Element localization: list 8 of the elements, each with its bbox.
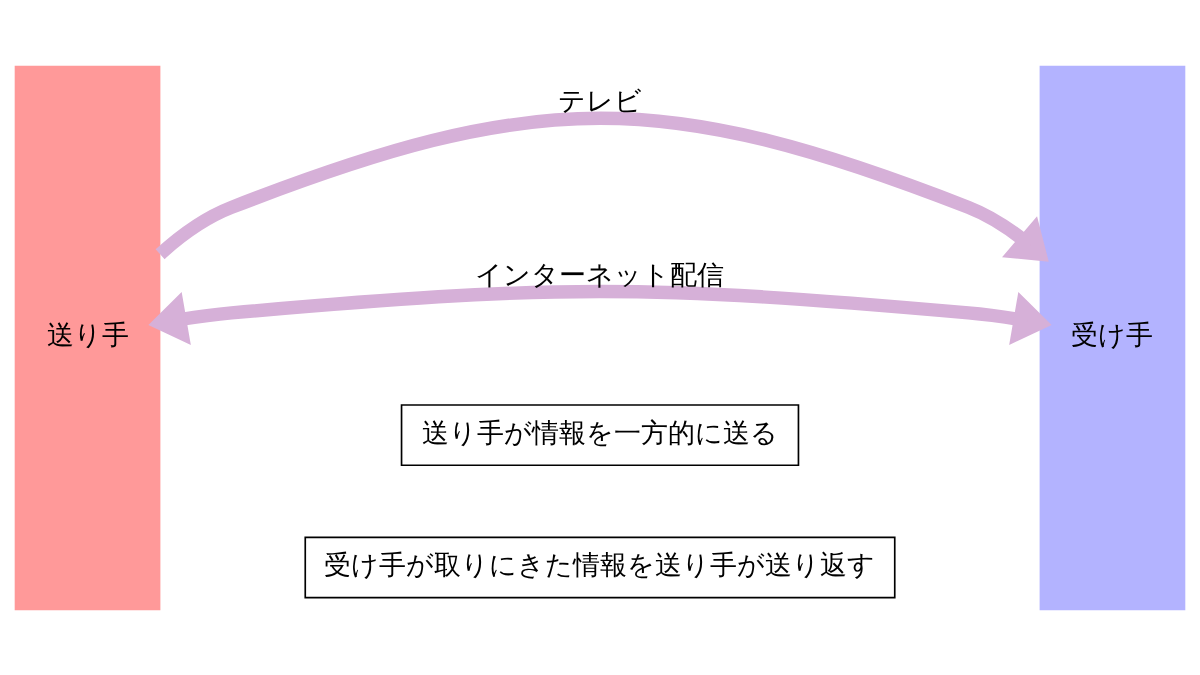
edge-label: インターネット配信 [475, 258, 725, 290]
arrow [148, 284, 1052, 345]
node-box: 送り手が情報を一方的に送る [400, 403, 800, 466]
node-box: 受け手が取りにきた情報を送り手が送り返す [304, 535, 896, 598]
edge-label: テレビ [558, 84, 642, 116]
node-box: 送り手 [14, 65, 161, 610]
node-box: 受け手 [1039, 65, 1186, 610]
arrow [155, 111, 1049, 262]
